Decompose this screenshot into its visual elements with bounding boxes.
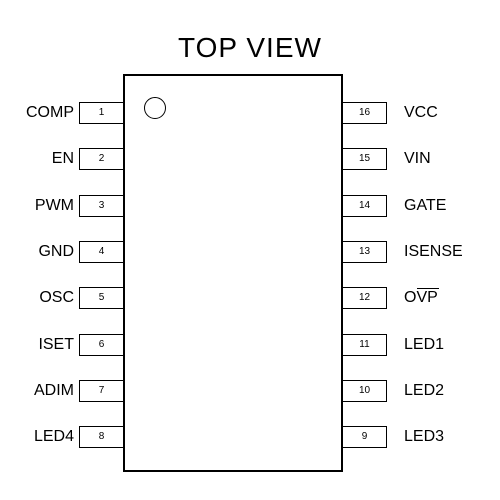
pin-14-label: GATE bbox=[404, 197, 447, 214]
pin-11-number: 11 bbox=[343, 334, 387, 356]
ic-package-body bbox=[123, 74, 343, 472]
pin-7-label: ADIM bbox=[34, 382, 74, 399]
pin-13-number: 13 bbox=[343, 241, 387, 263]
pin1-marker bbox=[144, 97, 166, 119]
pin-6-number: 6 bbox=[79, 334, 123, 356]
pin-1-number: 1 bbox=[79, 102, 123, 124]
pin-11-label: LED1 bbox=[404, 336, 445, 353]
pin-5-number: 5 bbox=[79, 287, 123, 309]
pin-1-label: COMP bbox=[26, 104, 74, 121]
pin-9-number: 9 bbox=[343, 426, 387, 448]
pin-9-label: LED3 bbox=[404, 428, 445, 445]
pin-6-label: ISET bbox=[38, 336, 74, 353]
pin-12-label: OVP bbox=[404, 289, 438, 306]
pin-2-label: EN bbox=[51, 150, 74, 167]
pin-12-overbar bbox=[417, 288, 439, 290]
pin-10-number: 10 bbox=[343, 380, 387, 402]
pin-5-label: OSC bbox=[39, 289, 74, 306]
pin-4-label: GND bbox=[38, 243, 74, 260]
pin-15-number: 15 bbox=[343, 148, 387, 170]
pin-8-label: LED4 bbox=[33, 428, 74, 445]
pin-13-label: ISENSE bbox=[404, 243, 463, 260]
pin-8-number: 8 bbox=[79, 426, 123, 448]
pin-10-label: LED2 bbox=[404, 382, 445, 399]
pin-15-label: VIN bbox=[404, 150, 431, 167]
diagram-title: TOP VIEW bbox=[178, 32, 322, 63]
pin-3-number: 3 bbox=[79, 195, 123, 217]
pin-16-number: 16 bbox=[343, 102, 387, 124]
pin-12-number: 12 bbox=[343, 287, 387, 309]
pin-3-label: PWM bbox=[34, 197, 74, 214]
pin-7-number: 7 bbox=[79, 380, 123, 402]
pin-16-label: VCC bbox=[404, 104, 438, 121]
pin-2-number: 2 bbox=[79, 148, 123, 170]
pin-4-number: 4 bbox=[79, 241, 123, 263]
pin-14-number: 14 bbox=[343, 195, 387, 217]
